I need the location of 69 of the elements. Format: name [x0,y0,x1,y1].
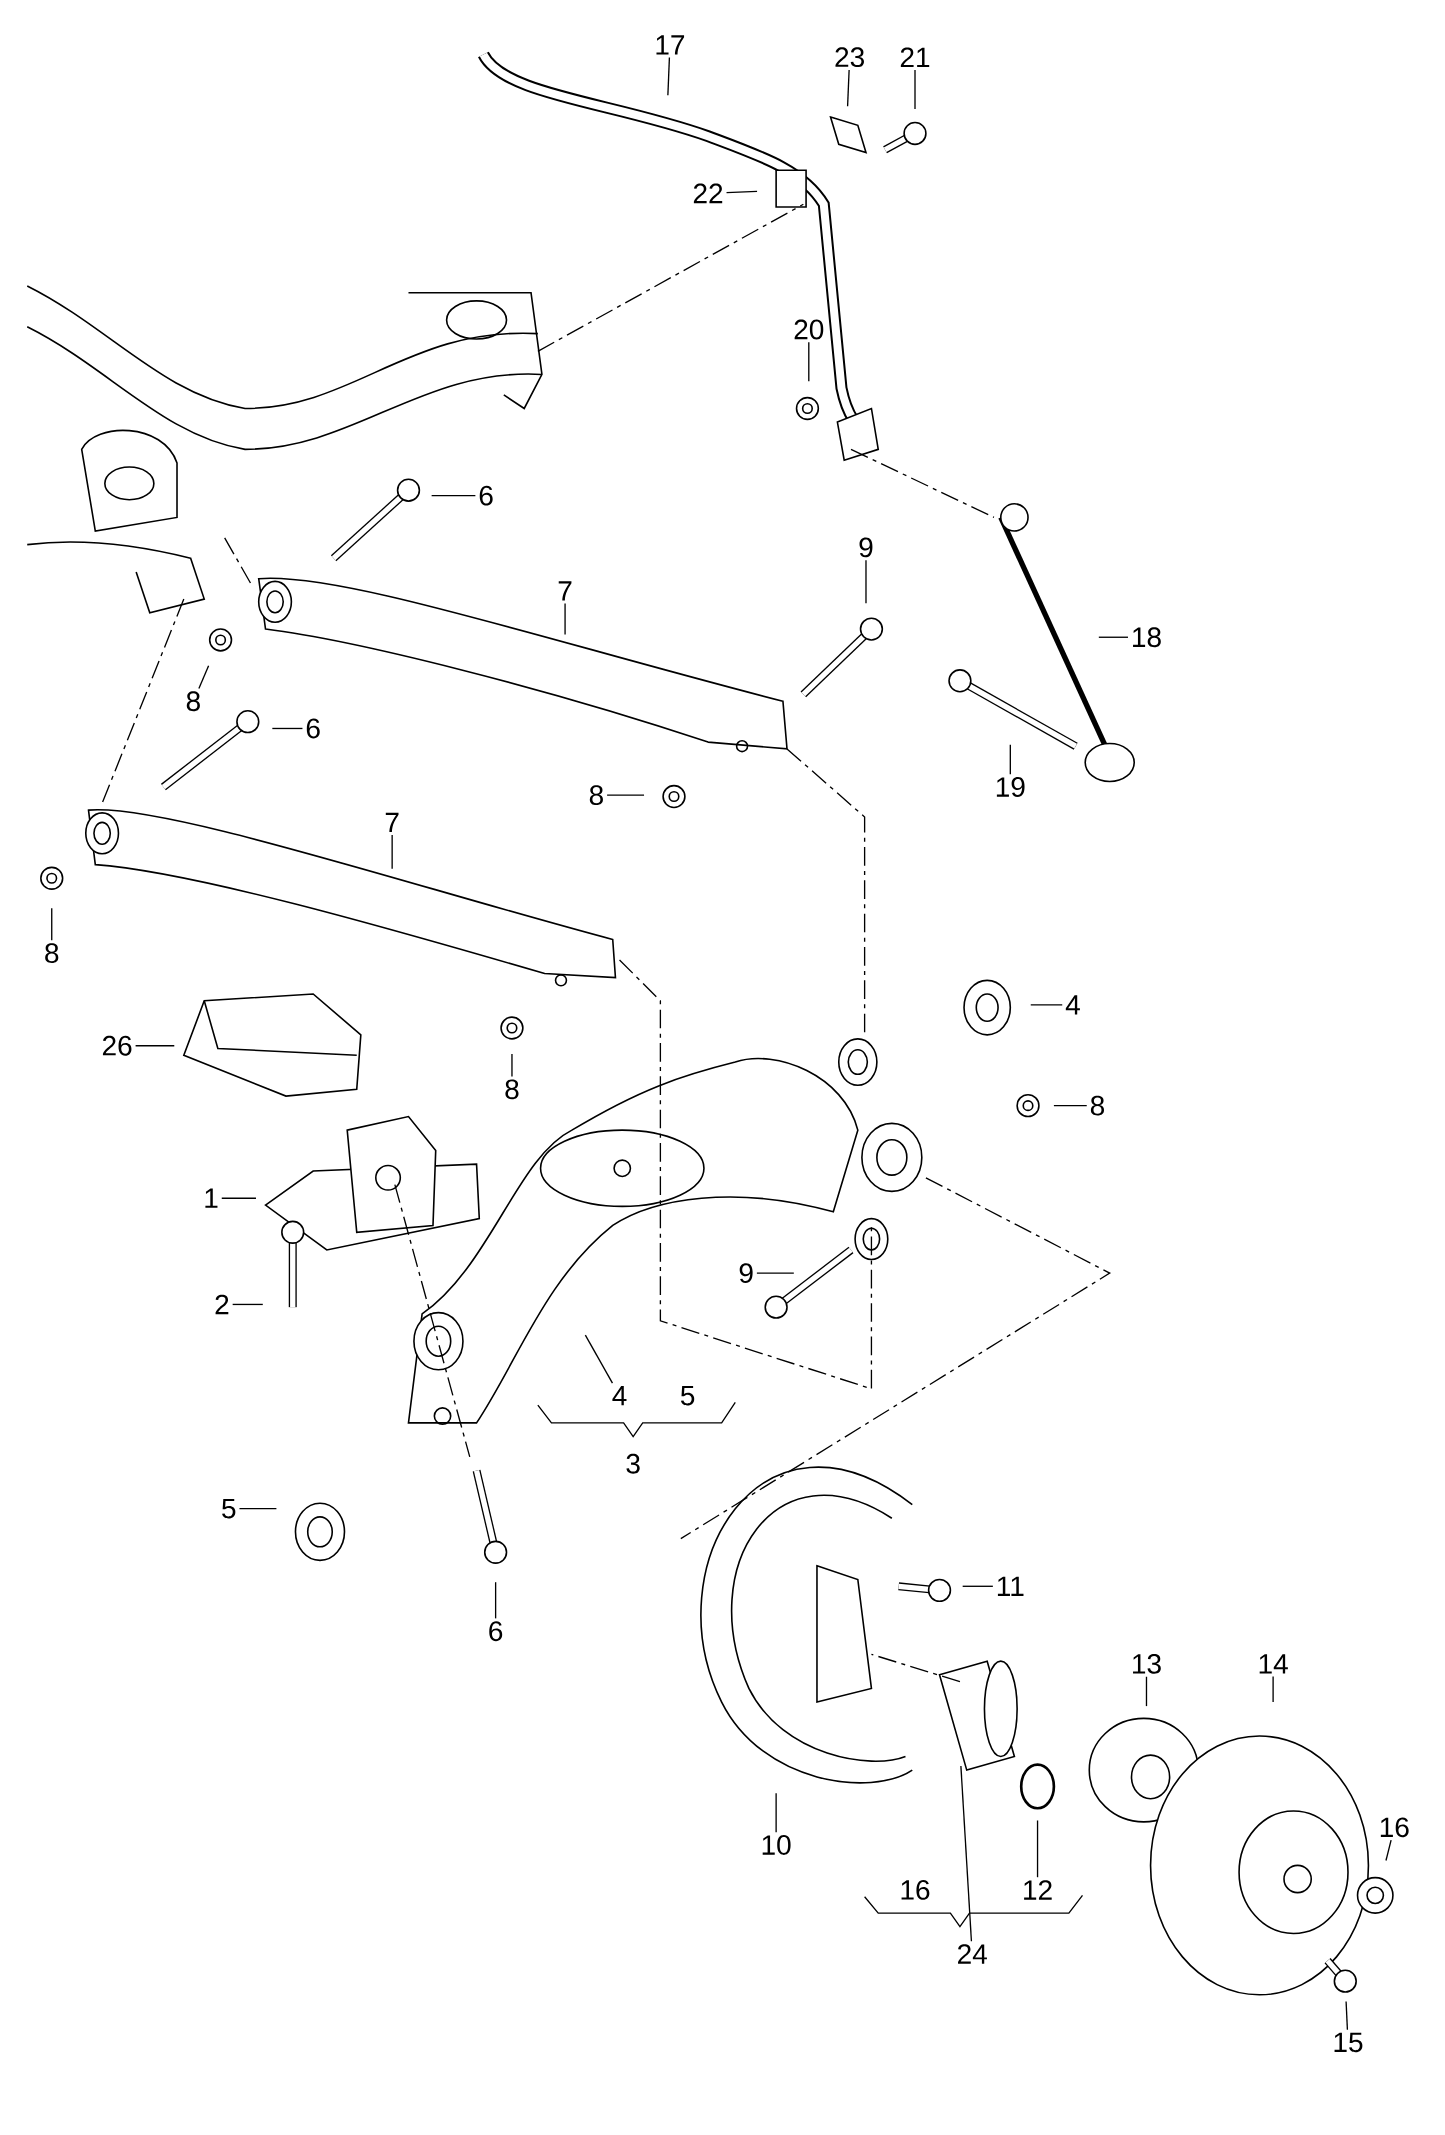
leader-line [51,907,53,941]
leader-line [1098,636,1129,638]
callout-number: 12 [1024,1880,1052,1900]
callout-number: 22 [694,183,723,204]
callout-number: 23 [835,47,865,68]
callout-number: 18 [1133,627,1161,648]
callout-number: 15 [1334,2032,1363,2053]
callout-number: 4 [612,1386,627,1406]
leader-line [135,1045,176,1047]
callout-number: 24 [958,1944,988,1964]
callout-number: 14 [1259,1654,1288,1674]
leader-line [1146,1676,1148,1707]
leader-line [960,1765,973,1942]
callout-number: 7 [385,812,399,833]
callout-number: 13 [1133,1654,1161,1674]
leader-line [962,1585,994,1587]
leader-line [1009,744,1012,775]
leader-line [391,834,393,870]
leader-line [756,1272,795,1274]
leader-line [238,1508,278,1510]
leader-line [198,665,210,690]
leader-line [775,1792,777,1833]
callout-number: 20 [794,319,824,340]
callout-number: 4 [1066,995,1081,1015]
leader-line [606,794,645,796]
callout-number: 3 [626,1453,640,1474]
leader-line [495,1581,497,1620]
leader-line [221,1197,257,1199]
callout-number: 16 [1381,1817,1409,1838]
callout-number: 8 [45,943,59,964]
leader-line [511,1053,513,1078]
callout-number: 5 [222,1498,236,1519]
leader-line [808,341,810,382]
callout-number: 6 [307,718,320,739]
callout-number: 11 [998,1576,1024,1596]
leader-line [865,559,867,604]
callout-number: 8 [1091,1095,1105,1116]
callout-number: 8 [505,1079,519,1100]
callout-number: 2 [215,1294,229,1315]
leader-line [431,494,477,497]
leader-line [726,190,758,194]
callout-number: 9 [739,1263,753,1284]
leader-line [914,69,916,110]
callout-number: 21 [901,47,930,67]
callout-number: 10 [762,1835,791,1855]
callout-number: 16 [901,1880,930,1900]
callout-number: 8 [186,691,201,712]
callout-number: 17 [656,35,685,55]
leader-line [232,1303,264,1306]
callout-number: 7 [558,581,572,601]
leader-line [847,69,850,107]
leader-line [667,56,671,96]
callout-number: 1 [205,1188,218,1208]
callout-number: 26 [103,1035,132,1056]
leader-line [1385,1839,1392,1862]
callout-number: 6 [479,485,493,506]
leader-line [1345,2000,1349,2031]
callout-number: 6 [489,1621,503,1642]
leader-line [1053,1104,1088,1107]
leader-line [584,1334,614,1384]
callout-number: 5 [681,1385,695,1406]
callout-number: 9 [859,537,873,558]
leader-line [1037,1819,1039,1878]
leader-line [271,727,304,730]
leader-line [1030,1004,1064,1006]
leader-line [564,602,566,636]
callout-number: 19 [997,777,1025,797]
callout-number: 8 [590,785,604,806]
leader-line [1272,1675,1274,1703]
